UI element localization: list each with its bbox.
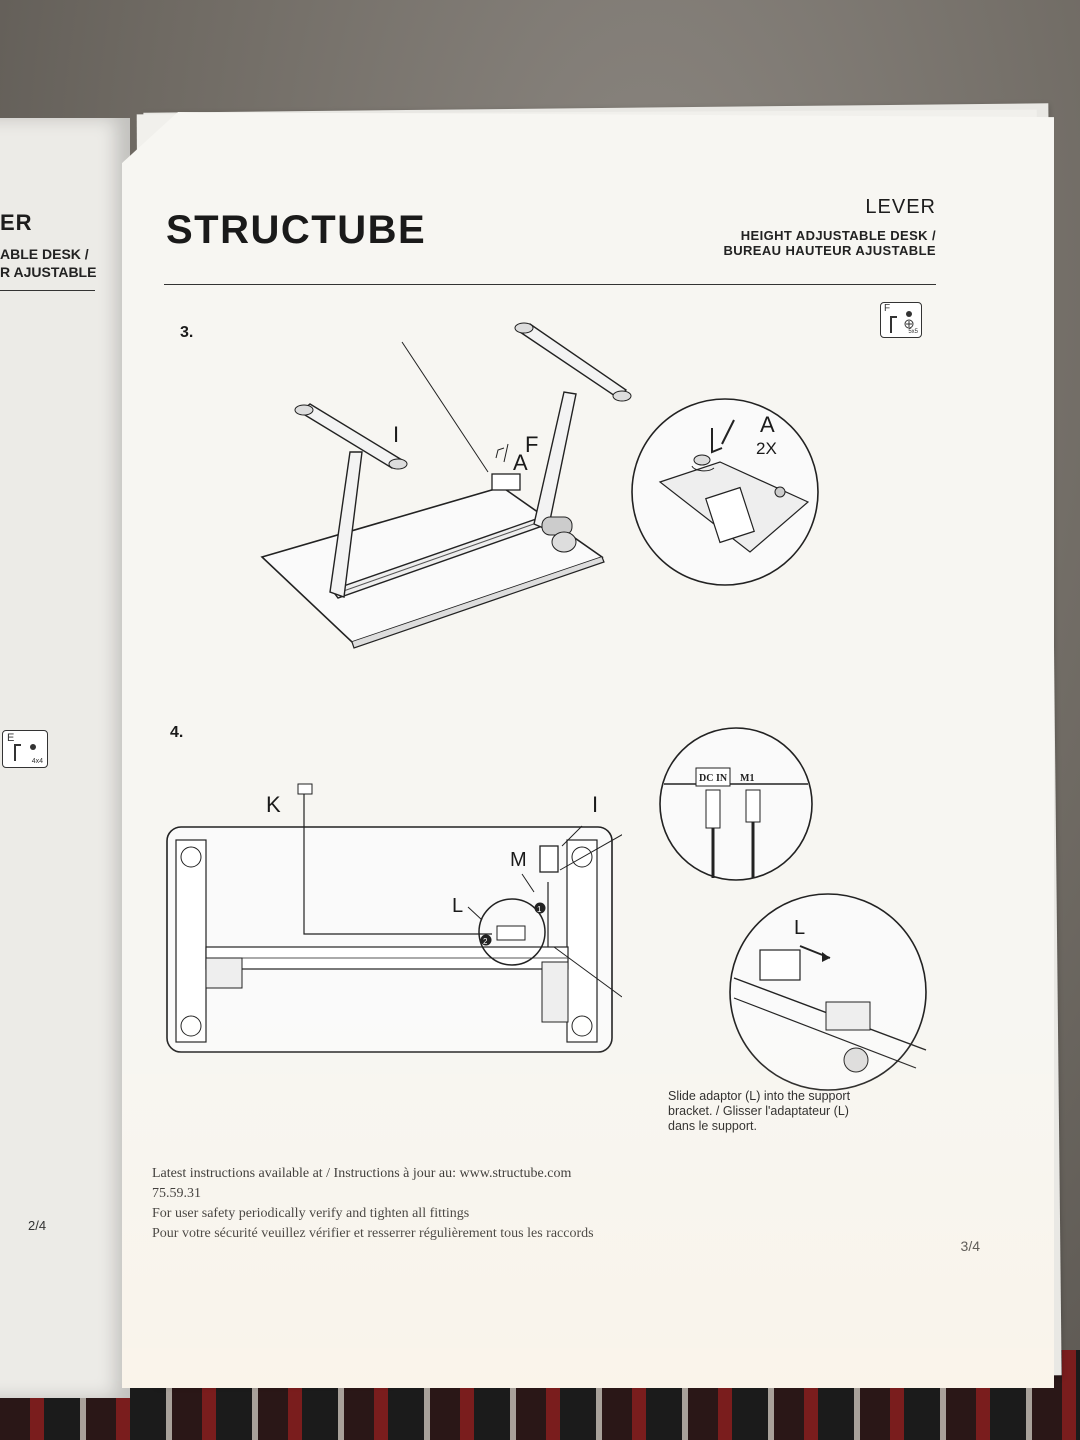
header-rule [164, 284, 936, 285]
label-part-f: F [525, 432, 538, 457]
footer-safety-en: For user safety periodically verify and … [152, 1206, 470, 1221]
step-3-labels: I F A [393, 422, 538, 475]
marker-1-label: 1 [537, 905, 542, 914]
connector-dc-in: DC IN [699, 773, 728, 784]
left-page-subtitle-line1: ABLE DESK / [0, 246, 89, 262]
label-part-a: A [513, 450, 528, 475]
product-description-en: HEIGHT ADJUSTABLE DESK / [740, 228, 936, 243]
left-page-title: ER [0, 210, 33, 235]
allen-key-badge-e: E 4x4 [2, 730, 48, 768]
allen-key-icon [890, 311, 914, 333]
instruction-page: STRUCTUBE LEVER HEIGHT ADJUSTABLE DESK /… [122, 112, 1054, 1388]
step-3-frame-illustration [260, 322, 632, 649]
step-4-number: 4. [170, 724, 184, 741]
badge-size: 4x4 [31, 758, 43, 765]
left-page-rule [0, 290, 95, 291]
footer-reference-code: 75.59.31 [152, 1186, 201, 1201]
badge-size: 5x5 [908, 329, 918, 335]
footer-instructions-url: Latest instructions available at / Instr… [152, 1166, 572, 1181]
marker-2 [480, 934, 492, 946]
left-page-number: 2/4 [28, 1218, 47, 1233]
step-4-connector-detail: DC IN M1 [659, 727, 813, 881]
page-number: 3/4 [960, 1238, 980, 1254]
connector-m1: M1 [740, 773, 754, 784]
left-page-subtitle-line2: R AJUSTABLE [0, 264, 97, 280]
model-name: LEVER [865, 196, 936, 218]
detail-part-l: L [794, 917, 805, 939]
step-4-caption: Slide adaptor (L) into the support brack… [668, 1089, 851, 1133]
step-4-underside-diagram: 1 2 [166, 783, 622, 1053]
step-4-labels: K I M L [266, 792, 598, 917]
step-4-adaptor-detail: L [729, 893, 927, 1091]
marker-2-label: 2 [483, 937, 488, 946]
step-3-number: 3. [180, 324, 194, 341]
detail-quantity: 2X [756, 439, 777, 458]
label-part-k: K [266, 792, 281, 817]
page-footer: Latest instructions available at / Instr… [152, 1164, 594, 1244]
label-part-i: I [592, 792, 598, 817]
marker-1 [534, 902, 546, 914]
brand-logo: STRUCTUBE [166, 208, 427, 252]
footer-safety-fr: Pour votre sécurité veuillez vérifier et… [152, 1226, 594, 1241]
product-description-fr: BUREAU HAUTEUR AJUSTABLE [723, 243, 936, 258]
label-part-l: L [452, 895, 463, 917]
detail-part-a: A [760, 412, 775, 437]
badge-letter: F [884, 303, 891, 314]
allen-key-icon [14, 744, 36, 761]
label-part-m: M [510, 849, 527, 871]
allen-key-badge-f: F 5x5 [880, 302, 922, 338]
badge-letter: E [7, 732, 15, 744]
left-page: ER ABLE DESK / R AJUSTABLE E 4x4 2/4 [0, 118, 130, 1398]
step-3-detail-circle: A 2X [631, 398, 819, 586]
label-part-i: I [393, 422, 399, 447]
